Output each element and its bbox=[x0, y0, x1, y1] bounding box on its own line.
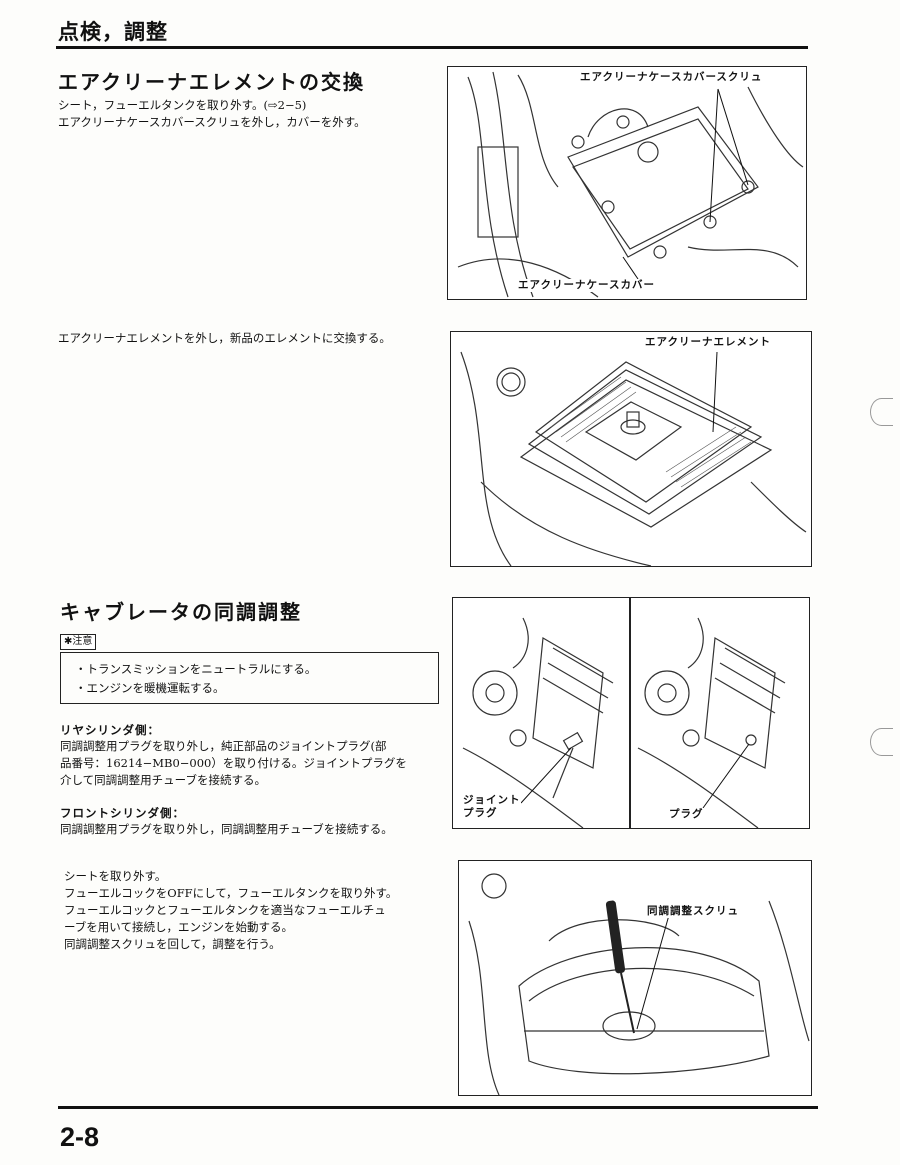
caution-label: 注意 bbox=[72, 636, 93, 647]
air-cleaner-replace-instruction: エアクリーナエレメントを外し，新品のエレメントに交換する。 bbox=[58, 331, 391, 345]
figure-sync-adjust-screw: 同調調整スクリュ bbox=[458, 860, 812, 1096]
figure-divider bbox=[629, 598, 631, 828]
binder-hole-mark bbox=[870, 398, 893, 426]
front-cylinder-title: フロントシリンダ側： bbox=[60, 806, 185, 820]
binder-hole-mark bbox=[870, 728, 893, 756]
callout-sync-adjust-screw: 同調調整スクリュ bbox=[647, 905, 739, 918]
section-heading-carb-sync: キャブレータの同調調整 bbox=[60, 600, 302, 624]
footer-rule bbox=[58, 1106, 818, 1109]
section-heading-air-cleaner: エアクリーナエレメントの交換 bbox=[58, 70, 365, 94]
rear-cylinder-text: 同調調整用プラグを取り外し，純正部品のジョイントプラグ(部 品番号：16214−… bbox=[60, 739, 407, 787]
page-header-title: 点検，調整 bbox=[58, 20, 168, 44]
callout-cover-screw: エアクリーナケースカバースクリュ bbox=[580, 71, 763, 84]
caution-star-icon: ✱ bbox=[64, 636, 73, 647]
air-cleaner-cover-illustration bbox=[457, 71, 804, 298]
page-number: 2-8 bbox=[60, 1122, 100, 1152]
header-rule bbox=[56, 46, 808, 49]
sync-procedure-steps: シートを取り外す。 フューエルコックをOFFにして，フューエルタンクを取り外す。… bbox=[64, 869, 398, 951]
air-cleaner-instructions: シート，フューエルタンクを取り外す。(⇨2−5) エアクリーナケースカバースクリ… bbox=[58, 98, 366, 129]
caution-badge: ✱注意 bbox=[60, 634, 97, 650]
air-cleaner-element-illustration bbox=[460, 351, 807, 566]
front-cylinder-text: 同調調整用プラグを取り外し，同調調整用チューブを接続する。 bbox=[60, 822, 393, 836]
callout-plug: プラグ bbox=[669, 808, 704, 821]
figure-air-cleaner-cover: エアクリーナケースカバースクリュ エアクリーナケースカバー bbox=[447, 66, 807, 300]
rear-cylinder-title: リヤシリンダ側： bbox=[60, 723, 160, 737]
caution-item-neutral: ・トランスミッションをニュートラルにする。 bbox=[75, 662, 317, 676]
caution-item-warmup: ・エンジンを暖機運転する。 bbox=[75, 681, 225, 695]
callout-joint-plug: ジョイント プラグ bbox=[463, 794, 521, 820]
caution-box: ・トランスミッションをニュートラルにする。 ・エンジンを暖機運転する。 bbox=[60, 652, 439, 704]
figure-sync-plugs: ジョイント プラグ プラグ bbox=[452, 597, 810, 829]
sync-adjust-screw-illustration bbox=[468, 873, 810, 1095]
callout-case-cover: エアクリーナケースカバー bbox=[518, 279, 655, 292]
callout-air-cleaner-element: エアクリーナエレメント bbox=[645, 336, 771, 349]
sync-plugs-illustration bbox=[462, 617, 786, 828]
figure-air-cleaner-element: エアクリーナエレメント bbox=[450, 331, 812, 567]
